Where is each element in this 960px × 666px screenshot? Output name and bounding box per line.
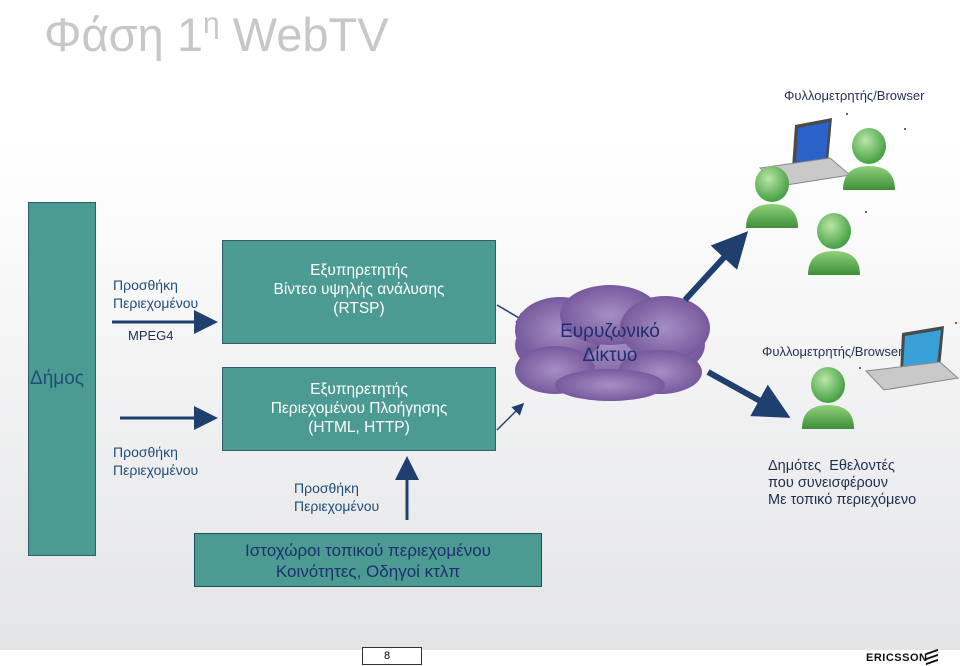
person-icon-3 bbox=[808, 213, 860, 275]
page-number: 8 bbox=[384, 650, 391, 662]
citizens-label: Δημότες Εθελοντές που συνεισφέρουν Με το… bbox=[768, 458, 917, 508]
municipality-label: Δήμος bbox=[30, 368, 84, 389]
add-content-label-bottom: Προσθήκη Περιεχομένου bbox=[294, 480, 380, 514]
person-icon-2 bbox=[746, 166, 798, 228]
page-number-box bbox=[362, 647, 422, 665]
ericsson-logo-icon bbox=[926, 648, 938, 666]
municipality-bar bbox=[28, 202, 96, 556]
arrow-cloud-to-citizens bbox=[706, 369, 791, 418]
arrow-nav-to-cloud bbox=[496, 402, 525, 431]
person-icon-4 bbox=[802, 367, 854, 429]
browser-label-top: Φυλλομετρητής/Browser bbox=[784, 88, 925, 103]
person-icon-1 bbox=[843, 128, 895, 190]
mpeg4-label: MPEG4 bbox=[128, 328, 174, 343]
broadband-network-label: Ευρυζωνικό Δίκτυο bbox=[560, 321, 660, 366]
broadband-cloud bbox=[515, 285, 710, 401]
browser-label-mid: Φυλλομετρητής/Browser bbox=[762, 344, 903, 359]
ericsson-brand: ERICSSON bbox=[866, 652, 928, 664]
slide-title: Φάση 1η WebTV bbox=[44, 7, 389, 61]
add-content-label-lower: Προσθήκη Περιεχομένου bbox=[113, 444, 199, 478]
local-sites-box: Ιστοχώροι τοπικού περιεχομένου Κοινότητε… bbox=[194, 533, 542, 587]
laptop-icon-mid bbox=[864, 326, 960, 391]
laptop-icon-top bbox=[758, 118, 852, 187]
nav-server-box: Εξυπηρετητής Περιεχομένου Πλοήγησης (HTM… bbox=[222, 367, 496, 451]
arrow-cloud-to-top-users bbox=[682, 231, 749, 303]
video-server-box: Εξυπηρετητής Βίντεο υψηλής ανάλυσης (RTS… bbox=[222, 240, 496, 344]
footer: 8 ERICSSON bbox=[0, 647, 960, 666]
add-content-label-top: Προσθήκη Περιεχομένου bbox=[113, 277, 199, 311]
